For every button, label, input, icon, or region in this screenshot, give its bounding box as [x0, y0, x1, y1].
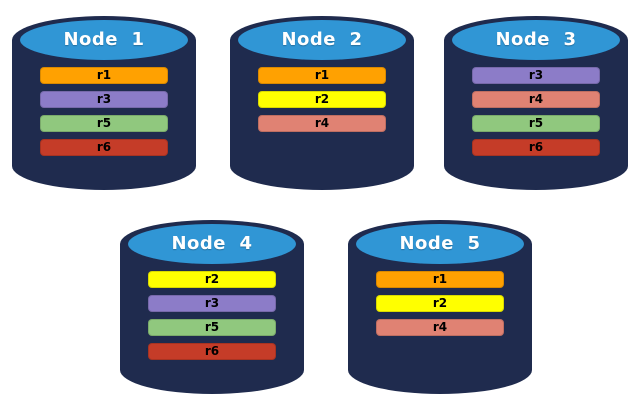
replica-list: r3 r4 r5 r6 [472, 67, 600, 156]
replica-bar-r5: r5 [40, 115, 168, 132]
replica-list: r1 r2 r4 [258, 67, 386, 132]
node-label: Node 4 [171, 232, 253, 254]
replica-bar-r2: r2 [148, 271, 276, 288]
replica-bar-r5: r5 [472, 115, 600, 132]
node-cylinder-1: Node 1 r1 r3 r5 r6 [12, 10, 196, 190]
node-cylinder-2: Node 2 r1 r2 r4 [230, 10, 414, 190]
replica-bar-r3: r3 [40, 91, 168, 108]
replica-bar-r2: r2 [258, 91, 386, 108]
replica-bar-r2: r2 [376, 295, 504, 312]
replica-bar-r3: r3 [472, 67, 600, 84]
replica-bar-r4: r4 [376, 319, 504, 336]
replica-bar-r4: r4 [258, 115, 386, 132]
replica-list: r1 r3 r5 r6 [40, 67, 168, 156]
replica-bar-r6: r6 [472, 139, 600, 156]
replica-list: r2 r3 r5 r6 [148, 271, 276, 360]
replica-list: r1 r2 r4 [376, 271, 504, 336]
node-label: Node 5 [399, 232, 481, 254]
replica-bar-r4: r4 [472, 91, 600, 108]
replica-bar-r5: r5 [148, 319, 276, 336]
node-cylinder-4: Node 4 r2 r3 r5 r6 [120, 214, 304, 394]
node-label: Node 1 [63, 28, 145, 50]
replica-bar-r6: r6 [148, 343, 276, 360]
replica-bar-r1: r1 [376, 271, 504, 288]
node-cylinder-5: Node 5 r1 r2 r4 [348, 214, 532, 394]
node-label: Node 2 [281, 28, 363, 50]
replica-bar-r3: r3 [148, 295, 276, 312]
node-cylinder-3: Node 3 r3 r4 r5 r6 [444, 10, 628, 190]
replica-bar-r1: r1 [40, 67, 168, 84]
node-label: Node 3 [495, 28, 577, 50]
replica-bar-r6: r6 [40, 139, 168, 156]
replica-bar-r1: r1 [258, 67, 386, 84]
